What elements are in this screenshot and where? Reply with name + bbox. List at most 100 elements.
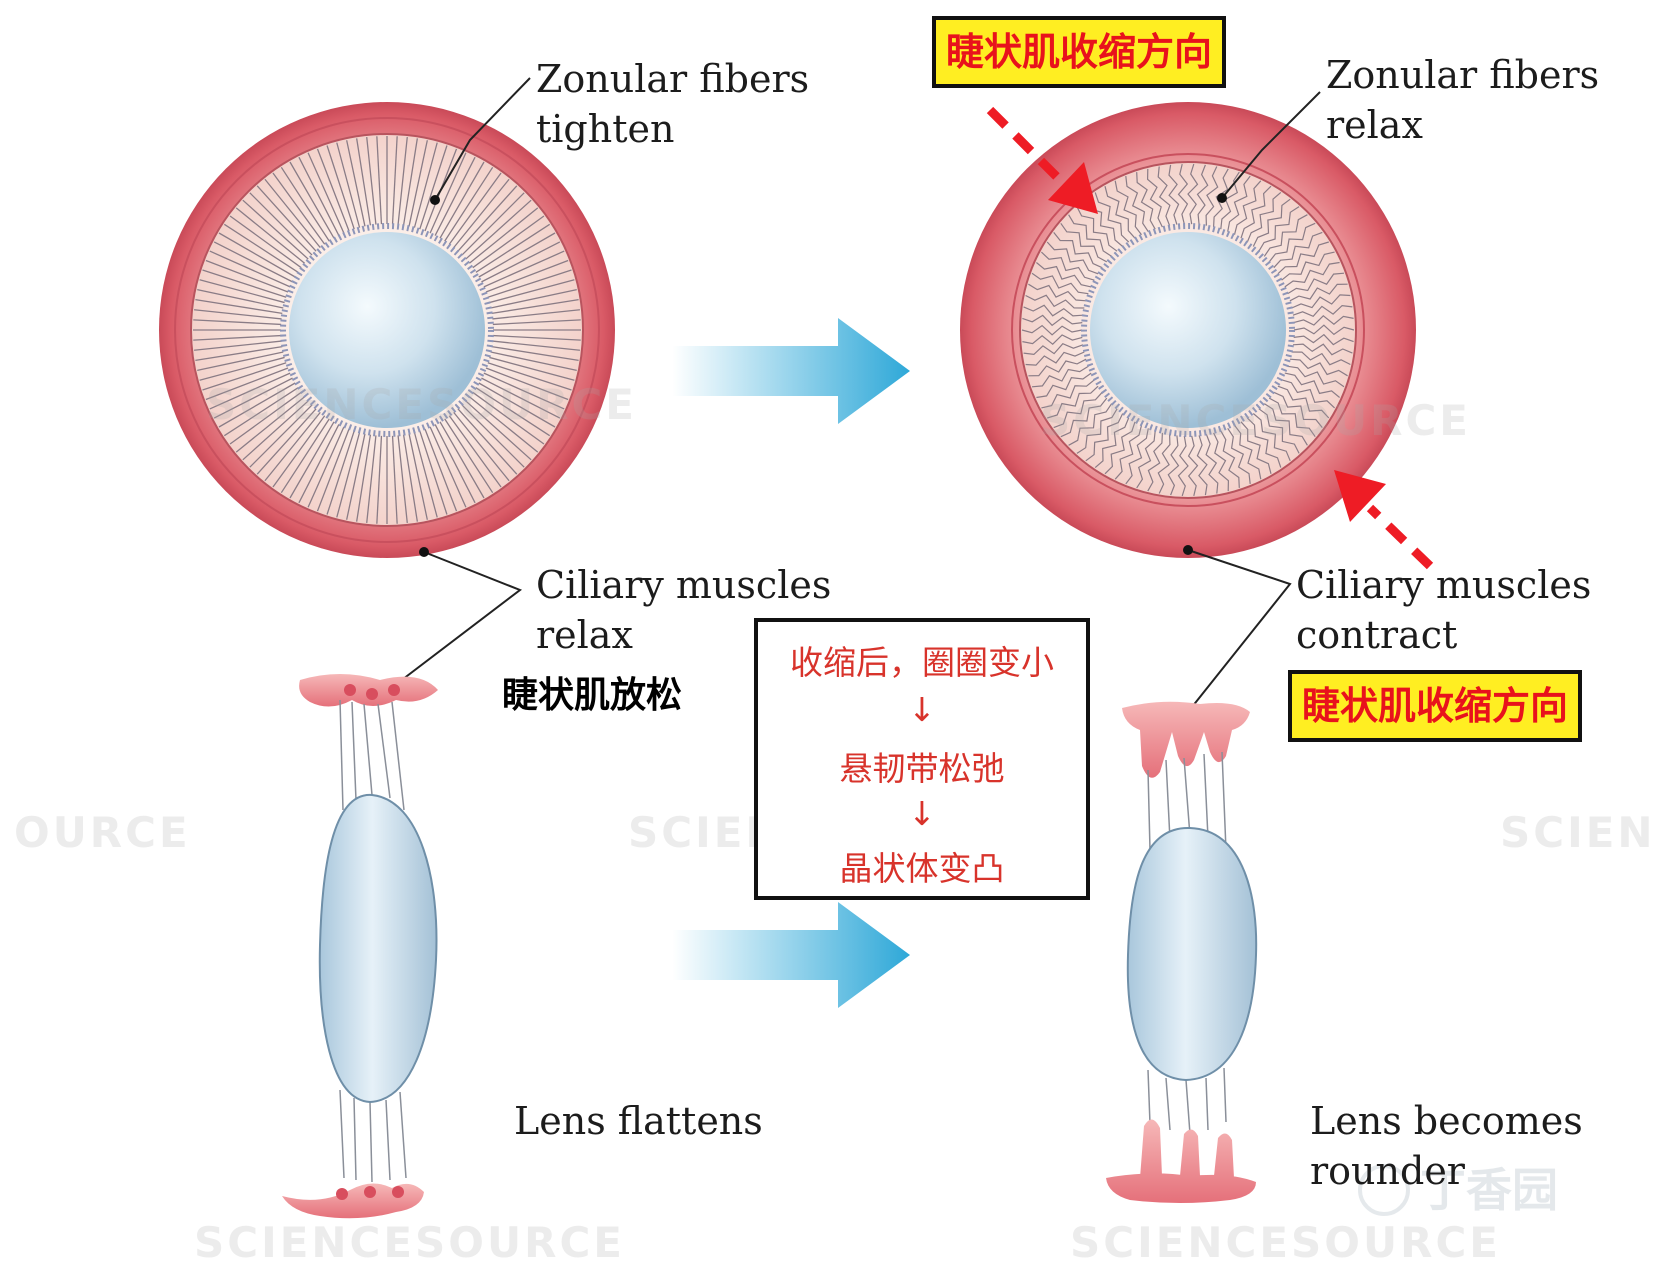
contraction-arrow-bottom	[1334, 470, 1434, 570]
leader-zonular-tighten	[434, 77, 531, 201]
label-line: contract	[1296, 613, 1458, 657]
zonular-fiber	[1252, 413, 1291, 462]
zonular-fiber	[1031, 365, 1089, 388]
leader-zonular-relax	[1221, 91, 1321, 199]
zonular-fiber	[1076, 408, 1118, 454]
zonular-fiber	[1220, 430, 1240, 488]
zonular-fiber	[376, 435, 383, 524]
brand-logo-mark: 丁香园	[1358, 1163, 1558, 1217]
label-line: relax	[536, 613, 633, 657]
zonular-fiber	[298, 424, 340, 504]
zonular-fiber	[413, 432, 438, 518]
zonular-fiber	[1022, 314, 1083, 327]
zonular-fiber	[487, 362, 572, 391]
zonular-fiber	[468, 396, 539, 453]
zonular-fiber	[202, 362, 287, 391]
zonular-fiber	[1023, 304, 1084, 317]
zonular-fiber	[481, 241, 561, 283]
zonular-fiber	[487, 269, 572, 298]
zonular-fiber	[483, 250, 565, 288]
zonular-fiber	[1252, 198, 1291, 247]
contract-direction-box-right: 睫状肌收缩方向	[1288, 670, 1583, 742]
zonular-fiber	[1157, 166, 1171, 226]
zonular-fiber	[485, 259, 569, 293]
explanation-box: 收缩后，圈圈变小 ↓ 悬韧带松弛 ↓ 晶状体变凸	[754, 618, 1090, 900]
zonular-fiber	[444, 166, 494, 242]
zonular-fiber	[481, 377, 561, 419]
zonular-fiber	[1104, 421, 1136, 475]
muscle-inner-edge-left	[174, 117, 600, 543]
label-line: Zonular fibers	[536, 57, 810, 101]
flow-step-3: 晶状体变凸	[839, 849, 1005, 888]
zonular-fiber	[193, 319, 282, 326]
zonular-fiber	[376, 136, 383, 225]
zonular-fiber	[444, 418, 494, 494]
zonular-strands-left	[339, 699, 407, 1183]
zonular-fiber	[218, 232, 296, 278]
lens-front-right	[1090, 232, 1286, 428]
zonular-fiber	[223, 387, 299, 437]
zonular-fiber	[193, 309, 282, 320]
label-line: Ciliary muscles	[1296, 563, 1592, 607]
zonular-fiber	[492, 334, 581, 341]
zonular-fiber	[1036, 372, 1092, 399]
flow-arrow-bottom	[672, 902, 910, 1008]
zonular-fiber	[298, 156, 340, 236]
zonular-fiber	[346, 433, 366, 520]
zonular-fiber	[1047, 385, 1099, 419]
zonular-fiber	[1021, 324, 1083, 336]
ciliary-tissue-bottom-right	[1106, 1119, 1256, 1203]
zonular-fiber	[1233, 180, 1262, 235]
zonular-fiber	[205, 367, 289, 401]
zonular-fiber	[408, 140, 428, 227]
zonular-fiber	[491, 345, 579, 361]
ring-relaxed	[159, 102, 615, 558]
zonular-fiber	[1022, 334, 1083, 345]
zonular-fiber	[448, 172, 502, 245]
flow-step-2: 悬韧带松弛	[839, 749, 1005, 788]
leader-lines	[385, 77, 1321, 713]
zonular-fiber	[1205, 434, 1219, 494]
zonular-fiber	[1146, 168, 1163, 228]
zonular-fiber	[1277, 385, 1330, 419]
watermark-bottom-right: SCIENCESOURCE	[1070, 1218, 1501, 1267]
zonular-fiber	[256, 185, 317, 252]
zonular-fiber	[1168, 164, 1180, 225]
zonular-fiber	[429, 152, 467, 234]
zonular-fiber	[346, 140, 366, 227]
zonular-fiber	[289, 161, 335, 239]
zonular-fiber	[1114, 425, 1143, 480]
zonular-fiber	[1028, 283, 1087, 302]
zonular-fiber	[1187, 163, 1199, 225]
zonular-fiber	[1147, 432, 1163, 492]
zonular-fiber	[256, 408, 317, 475]
side-view-round	[1106, 701, 1258, 1203]
zonular-fiber	[1046, 241, 1099, 275]
zonular-fiber	[465, 400, 532, 461]
zonular-fiber	[1281, 251, 1335, 281]
label-line: rounder	[1310, 1149, 1465, 1193]
zonular-fiber	[1053, 232, 1103, 269]
zonular-fiber	[213, 241, 293, 283]
zonular-fiber	[1273, 391, 1323, 428]
zonular-fiber	[1227, 175, 1251, 232]
zonular-fiber	[472, 215, 545, 269]
side-view-flat	[282, 674, 438, 1219]
watermark-center-right: SCIENCESOURCE	[1040, 396, 1471, 445]
zonular-fiber	[1104, 186, 1136, 239]
zonular-fiber	[419, 430, 448, 515]
zonular-fiber	[1068, 403, 1113, 446]
ciliary-tissue-bottom-left	[282, 1183, 424, 1219]
zonular-fiber	[1053, 391, 1103, 429]
zonular-fiber	[429, 426, 467, 508]
zonular-fiber	[229, 391, 302, 445]
brand-watermark: 丁香园	[1420, 1163, 1558, 1217]
zonular-fiber	[289, 421, 335, 499]
label-zonular-relax: Zonular fibers relax	[1326, 50, 1599, 150]
zonular-fiber	[492, 340, 581, 351]
zonular-fiber	[1205, 166, 1219, 226]
zonular-fiber	[1246, 417, 1282, 468]
zonular-fiber	[1268, 222, 1316, 263]
zonular-fiber	[1293, 315, 1354, 326]
